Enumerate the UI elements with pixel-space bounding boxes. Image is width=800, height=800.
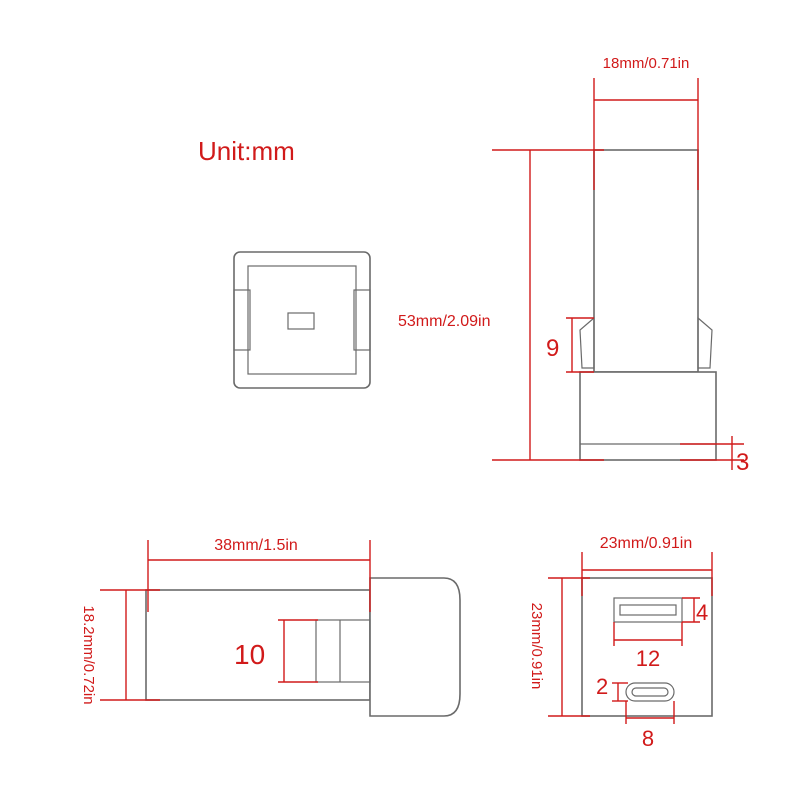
plug-depth-label: 10 (234, 639, 265, 670)
end-view-left-tab (233, 289, 251, 351)
end-view (233, 251, 371, 389)
usb-a-port (613, 597, 683, 623)
unit-label: Unit:mm (198, 136, 295, 166)
usb-a-port-inner (619, 604, 677, 616)
side-length-label: 38mm/1.5in (214, 537, 298, 554)
clip-height-label: 9 (546, 335, 559, 362)
top-height-dimension (492, 149, 604, 461)
end-view-face (247, 265, 357, 375)
usb-a-height-label: 4 (696, 600, 708, 625)
top-width-dimension (593, 78, 699, 190)
end-view-led-window (287, 312, 315, 330)
side-view (145, 577, 461, 717)
top-height-label: 53mm/2.09in (398, 313, 491, 330)
side-view-plug (315, 619, 371, 683)
top-view-base (579, 371, 717, 461)
side-view-cap (369, 577, 461, 717)
top-view-body (593, 149, 699, 373)
usb-c-width-label: 8 (642, 726, 654, 751)
front-width-label: 23mm/0.91in (600, 535, 693, 552)
top-view-left-clip (579, 316, 595, 369)
base-thickness-label: 3 (736, 449, 749, 476)
usb-a-width-label: 12 (636, 646, 660, 671)
top-width-label: 18mm/0.71in (603, 55, 690, 72)
top-view-right-clip (697, 316, 713, 369)
side-height-label: 18.2mm/0.72in (80, 605, 97, 704)
side-length-dimension (147, 540, 371, 612)
usb-c-height-label: 2 (596, 674, 608, 699)
end-view-body (233, 251, 371, 389)
front-view (581, 577, 713, 717)
base-thickness-dimension (680, 436, 744, 470)
usb-c-width-dimension (625, 701, 675, 724)
top-view (579, 149, 717, 461)
usb-c-port (625, 682, 675, 702)
front-view-body (581, 577, 713, 717)
usb-a-width-dimension (613, 622, 683, 646)
side-height-dimension (100, 589, 160, 701)
front-width-dimension (581, 552, 713, 596)
end-view-right-tab (353, 289, 371, 351)
front-height-label: 23mm/0.91in (528, 603, 545, 690)
usb-c-port-inner (631, 687, 669, 697)
front-height-dimension (548, 577, 590, 717)
clip-height-dimension (566, 317, 594, 373)
usb-a-height-dimension (682, 597, 700, 623)
plug-depth-dimension (278, 619, 318, 683)
